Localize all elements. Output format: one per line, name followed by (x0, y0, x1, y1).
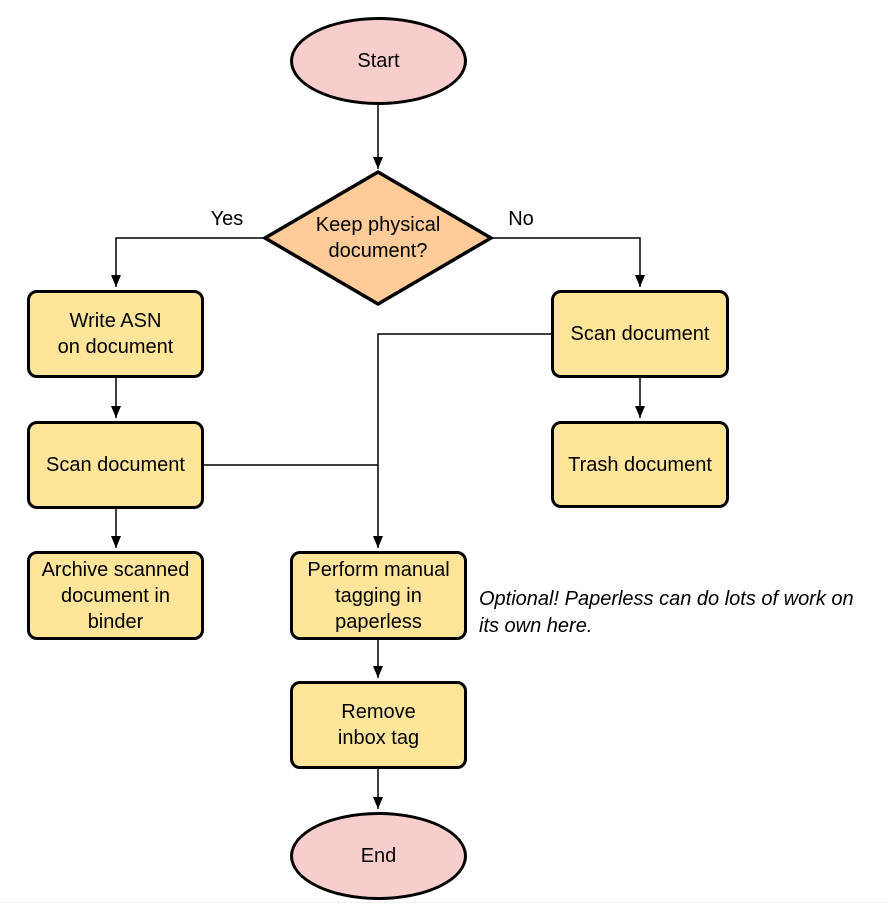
archive-node-label: Archive scanned document in binder (41, 558, 190, 633)
remove-inbox-tag-node: Remove inbox tag (290, 681, 467, 769)
write-asn-node: Write ASN on document (27, 290, 204, 378)
scan-document-left-node: Scan document (27, 421, 204, 509)
edge-label-yes: Yes (210, 208, 244, 230)
scan-document-right-node: Scan document (551, 290, 729, 378)
manual-tagging-node: Perform manual tagging in paperless (290, 551, 467, 640)
decision-node: Keep physical document? (262, 169, 494, 307)
decision-node-label: Keep physical document? (315, 214, 441, 262)
trash-document-node-label: Trash document (568, 453, 712, 476)
trash-document-node: Trash document (551, 421, 729, 508)
archive-node: Archive scanned document in binder (27, 551, 204, 640)
write-asn-node-label: Write ASN on document (57, 310, 174, 358)
scan-document-left-node-label: Scan document (46, 454, 185, 476)
remove-inbox-tag-node-label: Remove inbox tag (337, 701, 420, 749)
manual-tagging-node-label: Perform manual tagging in paperless (307, 558, 450, 633)
edge-decision-no-to-scan-right (492, 237, 645, 287)
start-node-label: Start (357, 50, 400, 72)
edge-decision-yes-to-write-asn (111, 237, 264, 287)
page-bottom-divider (0, 902, 888, 903)
start-node: Start (290, 17, 467, 105)
edge-scan-right-to-tagging (373, 333, 551, 548)
scan-document-right-node-label: Scan document (570, 323, 710, 345)
end-node-label: End (360, 845, 397, 867)
optional-annotation: Optional! Paperless can do lots of work … (479, 588, 854, 637)
decision-diamond-shape (262, 169, 494, 307)
end-node: End (290, 812, 467, 900)
edge-label-no: No (508, 208, 534, 230)
